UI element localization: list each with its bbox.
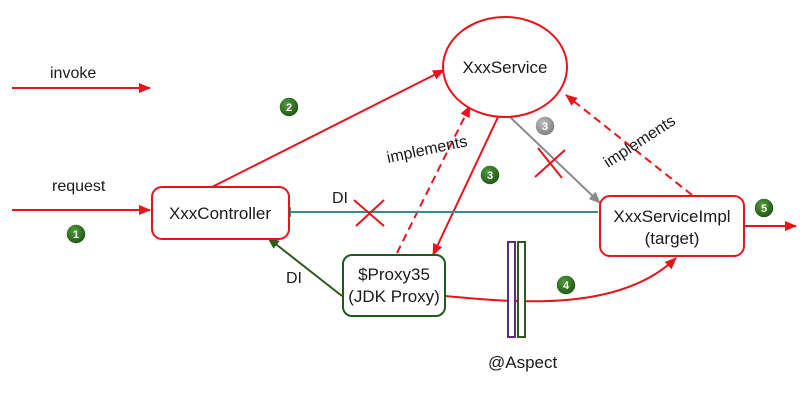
proxy-label: $Proxy35: [358, 265, 430, 284]
step-badge-1: 1: [65, 223, 87, 245]
node-xxx-service: XxxService: [442, 16, 568, 118]
implements-right-label: implements: [601, 113, 679, 172]
legend: invoke: [12, 65, 151, 93]
xxx-service-impl-sublabel: (target): [645, 229, 700, 248]
cross-mark-service-impl: [534, 147, 566, 179]
node-proxy: $Proxy35 (JDK Proxy): [342, 254, 446, 317]
request-label: request: [52, 178, 106, 195]
proxy-sublabel: (JDK Proxy): [348, 287, 440, 306]
step-badge-5: 5: [753, 197, 775, 219]
edge-controller-to-service: [211, 69, 445, 188]
svg-text:3: 3: [487, 170, 493, 182]
aspect-interceptor: [507, 241, 526, 338]
step-badge-2: 2: [278, 96, 300, 118]
xxx-service-impl-label: XxxServiceImpl: [613, 207, 730, 226]
edge-proxy-to-controller-di: [267, 237, 343, 297]
edge-impl-implements-service: [565, 94, 693, 196]
svg-text:3: 3: [542, 121, 548, 133]
svg-text:5: 5: [761, 203, 767, 215]
step-badge-3-grey: 3: [534, 115, 556, 137]
step-badge-4: 4: [555, 274, 577, 296]
aspect-bar-green: [517, 241, 526, 338]
xxx-controller-label: XxxController: [169, 204, 271, 223]
edge-proxy-implements-service: [396, 105, 471, 254]
edge-service-to-proxy: [432, 116, 499, 256]
svg-text:4: 4: [563, 280, 570, 292]
node-xxx-controller: XxxController: [151, 186, 290, 240]
cross-mark-di: [353, 199, 385, 227]
implements-left-label: implements: [385, 133, 469, 167]
edge-proxy-to-impl: [444, 257, 677, 303]
legend-invoke-label: invoke: [50, 65, 96, 82]
aspect-label: @Aspect: [488, 353, 558, 372]
svg-text:1: 1: [73, 229, 79, 241]
di-top-label: DI: [332, 190, 348, 207]
step-badge-3: 3: [479, 164, 501, 186]
node-xxx-service-impl: XxxServiceImpl (target): [599, 195, 745, 257]
aspect-bar-purple: [507, 241, 516, 338]
svg-text:2: 2: [286, 102, 292, 114]
xxx-service-label: XxxService: [462, 58, 547, 77]
di-bottom-label: DI: [286, 270, 302, 287]
